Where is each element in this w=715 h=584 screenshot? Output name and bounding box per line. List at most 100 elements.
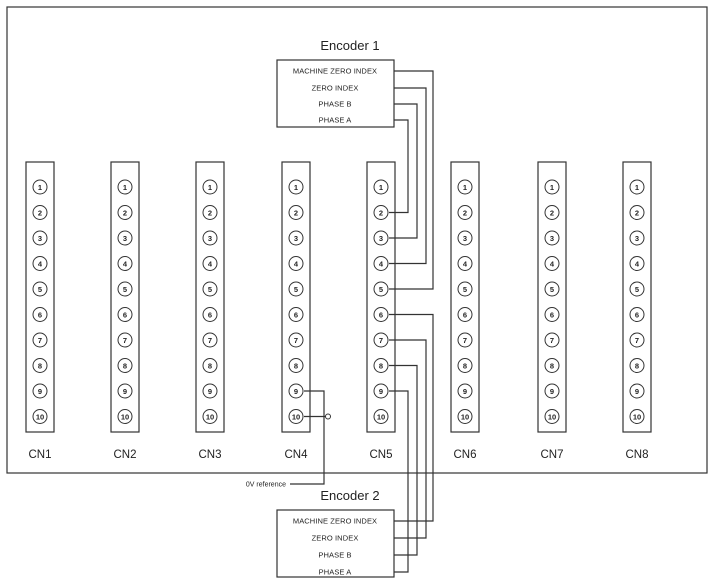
pin-circle (544, 409, 560, 424)
pin-circle (629, 383, 645, 399)
pin-number: 2 (294, 208, 298, 217)
pin-circle (32, 409, 48, 424)
pin-number: 2 (635, 208, 639, 217)
pin-number: 8 (550, 361, 554, 370)
connector-label: CN3 (198, 449, 221, 461)
pin-circle (32, 281, 48, 297)
pin-circle (629, 307, 645, 322)
pin-circle (288, 205, 304, 220)
pin-number: 5 (550, 285, 554, 294)
pin-number: 6 (635, 310, 639, 319)
pin-number: 2 (463, 208, 467, 217)
pin-circle (202, 383, 218, 399)
pin-number: 1 (550, 183, 554, 192)
pin-number: 10 (206, 412, 214, 421)
pin-circle (457, 332, 473, 348)
pin-number: 6 (208, 310, 212, 319)
connector-label: CN2 (113, 449, 136, 461)
encoder1-body (276, 59, 395, 128)
pin-circle (288, 358, 304, 373)
connector-body (537, 161, 567, 433)
pin-number: 9 (294, 387, 298, 396)
pin-number: 1 (379, 183, 383, 192)
pin-number: 10 (36, 412, 44, 421)
pin-number: 9 (635, 387, 639, 396)
board-outline (6, 6, 708, 474)
wire-e1-phase-a (389, 119, 409, 214)
pin-number: 5 (208, 285, 212, 294)
pin-number: 7 (208, 336, 212, 345)
pin-number: 8 (294, 361, 298, 370)
pin-circle (288, 383, 304, 399)
pin-circle (544, 358, 560, 373)
pin-number: 10 (548, 412, 556, 421)
connector-label: CN6 (453, 449, 476, 461)
pin-circle (117, 179, 133, 195)
pin-circle (288, 281, 304, 297)
junction-node (325, 413, 331, 420)
connector-body (622, 161, 652, 433)
pin-circle (457, 307, 473, 322)
pin-number: 6 (123, 310, 127, 319)
pin-circle (457, 281, 473, 297)
pin-circle (117, 281, 133, 297)
pin-circle (544, 179, 560, 195)
pin-number: 9 (123, 387, 127, 396)
encoder1-signal-3: PHASE B (318, 100, 351, 109)
pin-number: 1 (208, 183, 212, 192)
pin-number: 7 (379, 336, 383, 345)
pin-number: 5 (379, 285, 383, 294)
encoder2-title: Encoder 2 (320, 488, 379, 503)
pin-number: 4 (208, 259, 213, 268)
pin-circle (629, 409, 645, 424)
pin-number: 3 (38, 234, 42, 243)
pin-circle (629, 332, 645, 348)
wire-0v-reference (290, 416, 325, 485)
pin-number: 4 (123, 259, 128, 268)
connector-body (110, 161, 140, 433)
connector-label: CN7 (540, 449, 563, 461)
pin-circle (117, 205, 133, 220)
pin-number: 8 (379, 361, 383, 370)
pin-circle (629, 281, 645, 297)
connector-body (25, 161, 55, 433)
pin-number: 10 (633, 412, 641, 421)
pin-number: 1 (463, 183, 467, 192)
pin-circle (457, 256, 473, 271)
pin-circle (629, 205, 645, 220)
connector-body (366, 161, 396, 433)
pin-number: 8 (123, 361, 127, 370)
pin-number: 4 (38, 259, 43, 268)
pin-number: 3 (463, 234, 467, 243)
pin-circle (202, 332, 218, 348)
pin-circle (202, 358, 218, 373)
wire-e1-zero-index (389, 87, 427, 265)
pin-number: 1 (635, 183, 639, 192)
pin-circle (373, 383, 389, 399)
pin-circle (544, 256, 560, 271)
pin-number: 3 (379, 234, 383, 243)
pin-circle (373, 230, 389, 246)
pin-circle (373, 205, 389, 220)
pin-circle (544, 332, 560, 348)
pin-circle (544, 383, 560, 399)
wire-e1-machine-zero-index (389, 70, 434, 290)
encoder1-signal-2: ZERO INDEX (312, 84, 359, 93)
pin-circle (32, 358, 48, 373)
pin-circle (117, 358, 133, 373)
pin-circle (117, 307, 133, 322)
wire-e2-phase-a (389, 390, 409, 573)
encoder1-signal-1: MACHINE ZERO INDEX (293, 67, 377, 76)
pin-number: 10 (121, 412, 129, 421)
labels: 0V reference (246, 482, 286, 489)
pin-number: 3 (123, 234, 127, 243)
pin-circle (373, 409, 389, 424)
